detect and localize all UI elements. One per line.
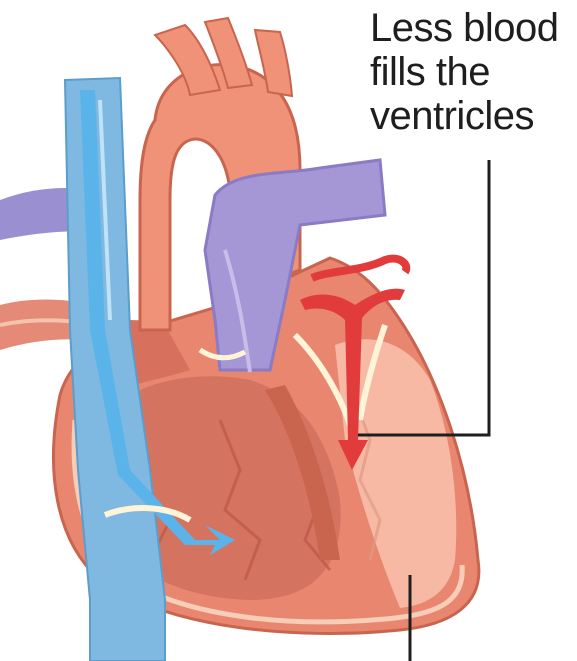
- annotation-line-2: fills the: [370, 50, 575, 94]
- annotation-line-3: ventricles: [370, 94, 575, 138]
- annotation-line-1: Less blood: [370, 6, 575, 50]
- annotation-label: Less blood fills the ventricles: [370, 6, 575, 138]
